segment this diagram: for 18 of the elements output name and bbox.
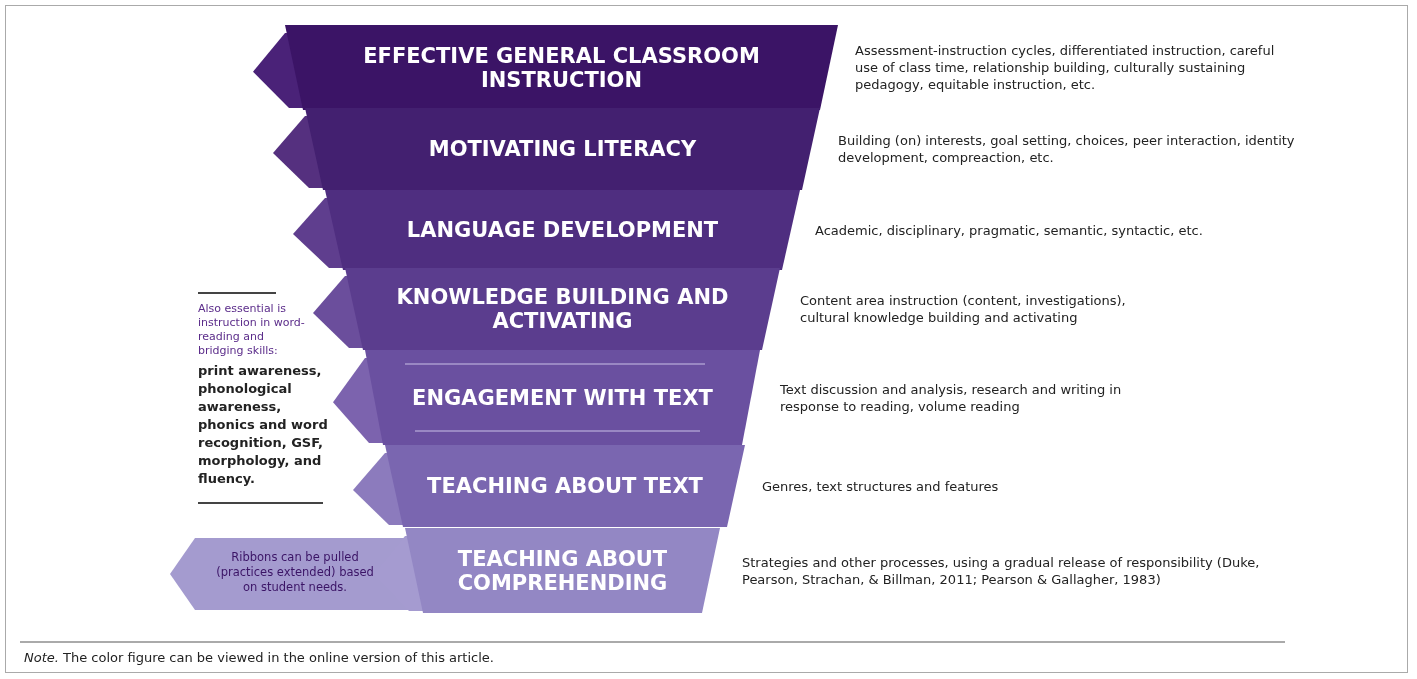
side-note: Also essential is instruction in word-reading and bridging skills: (198, 302, 306, 358)
description-text: Building (on) interests, goal setting, choices, peer interaction, identity development, compreaction, etc. (838, 132, 1296, 166)
band-title: KNOWLEDGE BUILDING AND ACTIVATING (395, 285, 730, 333)
band-title: EFFECTIVE GENERAL CLASSROOM INSTRUCTION (362, 43, 761, 92)
side-note: print awareness, phonological awareness, phonics and word recognition, GSF, morphology, and fluency. (198, 362, 329, 488)
band-title: TEACHING ABOUT TEXT (427, 474, 703, 498)
description-text: Strategies and other processes, using a gradual release of responsibility (Duke, Pearson, Strachan, & Billman, 2011; Pearson & Gallagher, 1983) (742, 553, 1261, 588)
band-title: ENGAGEMENT WITH TEXT (412, 385, 713, 410)
band-title: LANGUAGE DEVELOPMENT (406, 218, 719, 242)
description-text: Text discussion and analysis, research and writing in response to reading, volume reading (780, 380, 1123, 415)
description-text: Assessment-instruction cycles, differentiated instruction, careful use of class time, relationship building, culturally sustaining pedagogy, equitable instruction, etc. (855, 42, 1275, 93)
ribbon-note: Ribbons can be pulled (practices extended) based on student needs. (215, 550, 375, 595)
description-text: Genres, text structures and features (762, 477, 1000, 495)
description-text: Academic, disciplinary, pragmatic, semantic, syntactic, etc. (815, 221, 1204, 239)
band-title: MOTIVATING LITERACY (428, 137, 697, 161)
note-caption: Note. The color figure can be viewed in the online version of this article. (24, 650, 494, 665)
band-title: TEACHING ABOUT COMPREHENDING (456, 546, 669, 595)
description-text: Content area instruction (content, investigations), cultural knowledge building and activating (800, 292, 1127, 326)
